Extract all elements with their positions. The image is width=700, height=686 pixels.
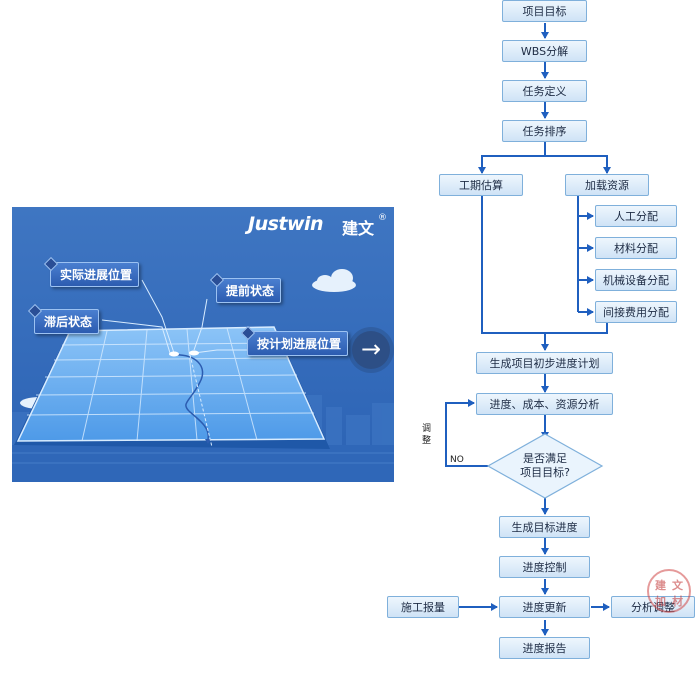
node-material-allocation: 材料分配 (595, 237, 677, 259)
node-project-goal: 项目目标 (502, 0, 587, 22)
tag-planned-progress: 按计划进展位置 (247, 331, 349, 356)
node-machine-allocation: 机械设备分配 (595, 269, 677, 291)
node-wbs: WBS分解 (502, 40, 587, 62)
no-label: NO (450, 455, 464, 465)
node-task-definition: 任务定义 (502, 80, 587, 102)
node-duration-estimate: 工期估算 (439, 174, 523, 196)
adjust-label-2: 整 (422, 436, 432, 446)
brand-logo-cn: 建文 (342, 219, 375, 238)
node-target-schedule: 生成目标进度 (499, 516, 590, 538)
decision-text: 是否满足 项目目标? (505, 452, 585, 480)
node-schedule-report: 进度报告 (499, 637, 590, 659)
stamp-char-2: 文 (672, 579, 683, 592)
next-arrow-button[interactable]: → (352, 331, 390, 369)
node-schedule-update: 进度更新 (499, 596, 590, 618)
decision-diamond (486, 433, 604, 499)
node-load-resources: 加载资源 (565, 174, 649, 196)
watermark-stamp: 建 文 加 材 (647, 569, 691, 613)
decision-line-1: 是否满足 (523, 452, 567, 465)
node-construction-report: 施工报量 (387, 596, 459, 618)
tag-lag-status: 滞后状态 (34, 309, 100, 334)
registered-mark: ® (378, 213, 387, 223)
tag-ahead-status: 提前状态 (216, 278, 282, 303)
stamp-char-1: 建 (655, 579, 666, 592)
node-task-sequencing: 任务排序 (502, 120, 587, 142)
decision-line-2: 项目目标? (520, 466, 570, 479)
brand-logo-latin: Justwin (248, 213, 324, 235)
node-analysis: 进度、成本、资源分析 (476, 393, 613, 415)
stamp-char-4: 材 (672, 595, 683, 608)
node-labor-allocation: 人工分配 (595, 205, 677, 227)
node-initial-schedule: 生成项目初步进度计划 (476, 352, 613, 374)
tag-actual-progress: 实际进展位置 (50, 262, 140, 287)
node-indirect-cost-allocation: 间接费用分配 (595, 301, 677, 323)
schedule-illustration: Justwin 建文 ® 实际进展位置 提前状态 滞后状态 按计划进展位置 → (12, 207, 394, 482)
adjust-label-1: 调 (422, 424, 432, 434)
stamp-char-3: 加 (655, 595, 666, 608)
node-schedule-control: 进度控制 (499, 556, 590, 578)
